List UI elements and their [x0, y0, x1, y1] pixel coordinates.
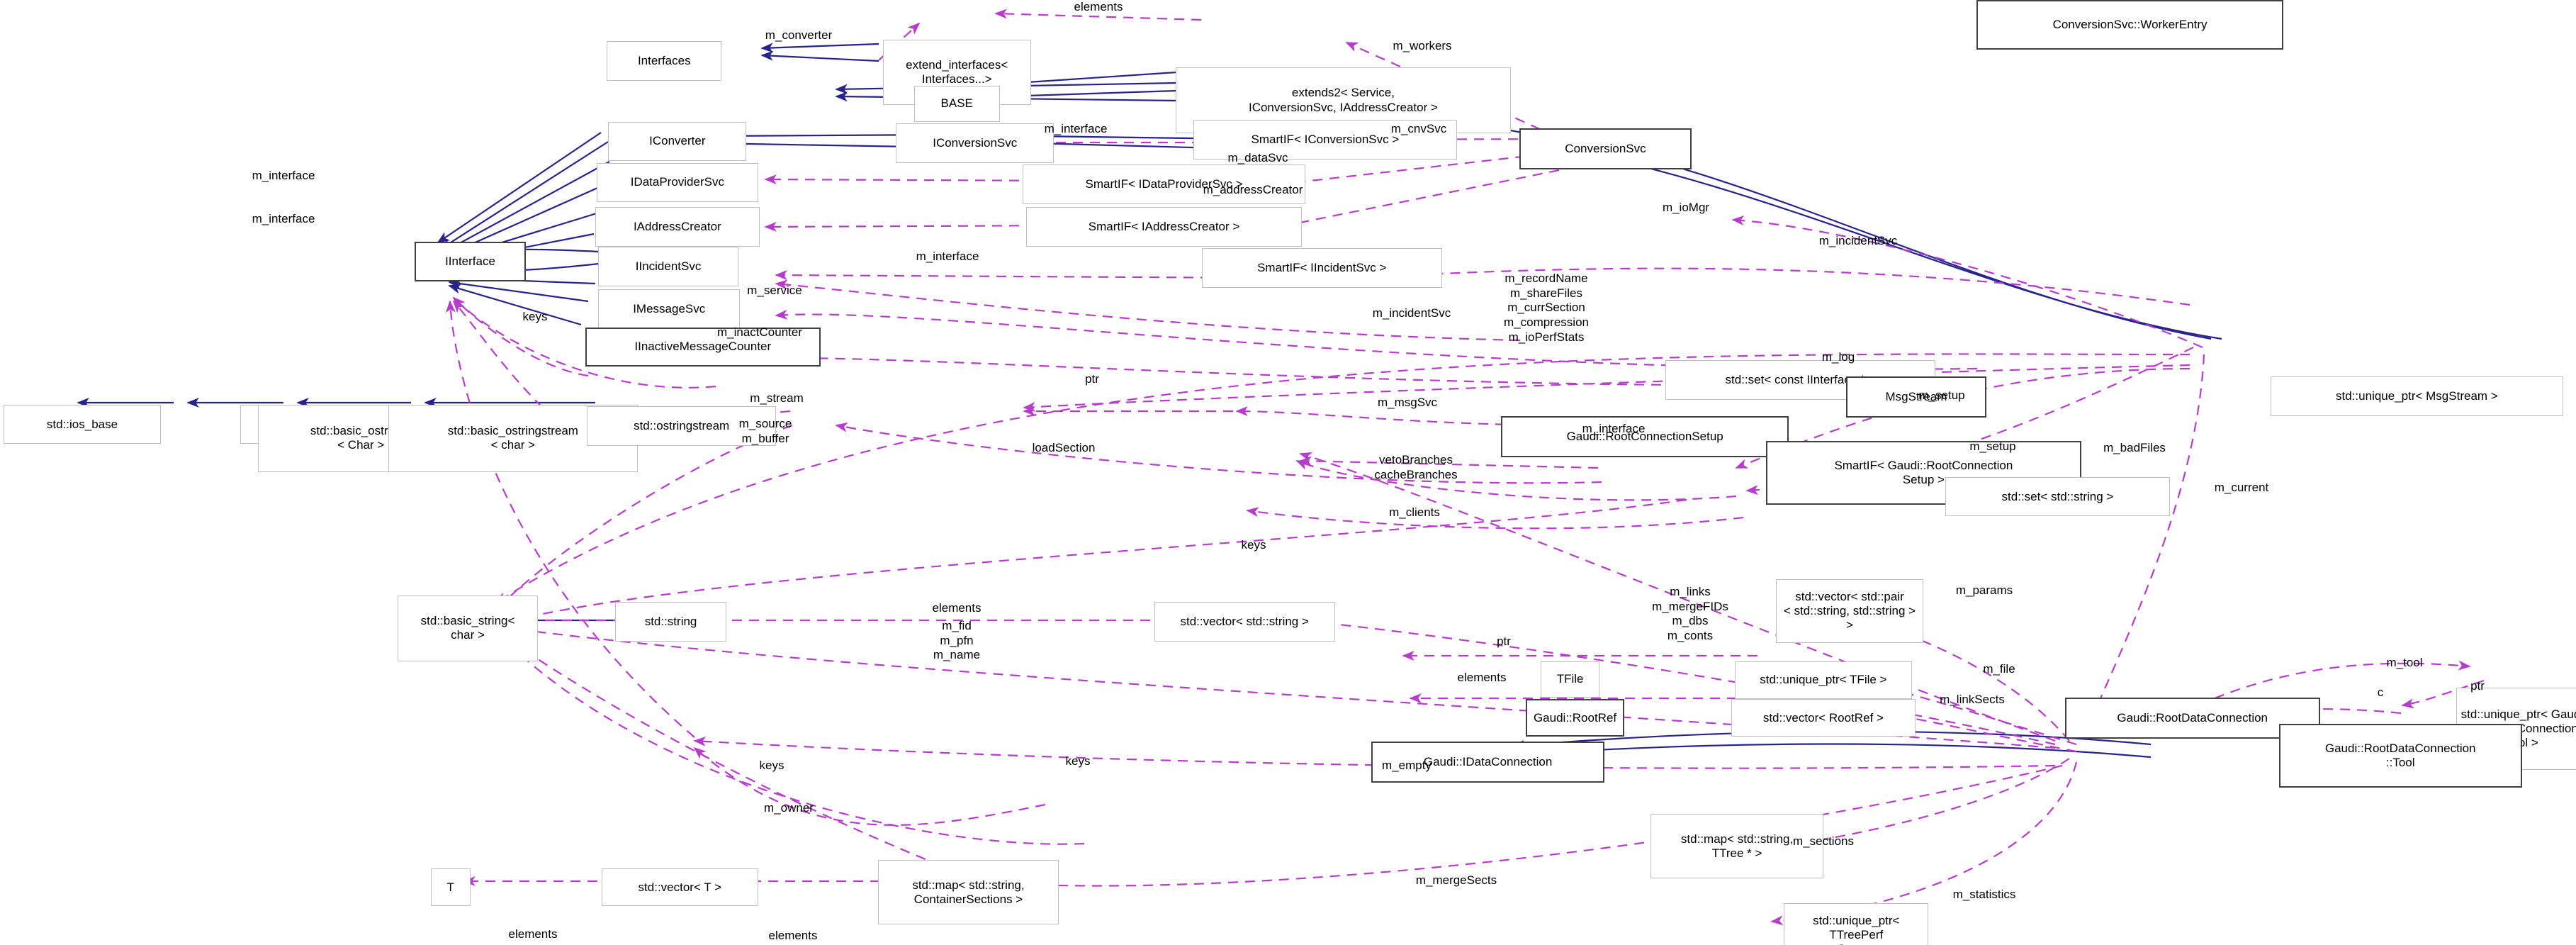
edge-label: m_interface	[1044, 122, 1108, 135]
edge-label: m_recordName m_shareFiles m_currSection …	[1504, 272, 1589, 344]
class-node-smartif_idataprovidersvc[interactable]: SmartIF< IDataProviderSvc >	[1023, 164, 1306, 204]
edge-label: elements	[508, 927, 558, 941]
class-node-map_containersections[interactable]: std::map< std::string, ContainerSections…	[877, 860, 1059, 924]
edge-label: m_addressCreator	[1203, 183, 1303, 196]
edge-label: m_dataSvc	[1227, 151, 1288, 164]
class-node-iconversionsvc[interactable]: IConversionSvc	[896, 123, 1054, 163]
class-node-rootdataconnection_tool[interactable]: Gaudi::RootDataConnection ::Tool	[2278, 723, 2522, 788]
class-node-iincidentsvc[interactable]: IIncidentSvc	[598, 247, 738, 286]
edge-label: m_linkSects	[1940, 693, 2005, 706]
class-node-T[interactable]: T	[430, 868, 471, 907]
edge-label: keys	[1065, 754, 1091, 768]
class-node-conversionsvc[interactable]: ConversionSvc	[1519, 128, 1692, 169]
class-node-interfaces[interactable]: Interfaces	[607, 41, 722, 81]
edge-label: m_inactCounter	[716, 325, 803, 339]
edge-label: keys	[522, 310, 548, 323]
edge-label: m_fid m_pfn m_name	[933, 619, 981, 662]
class-node-uniqueptr_tfile[interactable]: std::unique_ptr< TFile >	[1734, 661, 1913, 699]
edge-label: m_service	[747, 284, 802, 297]
edge-label: m_msgSvc	[1377, 396, 1438, 409]
edge-label: m_interface	[916, 250, 979, 263]
edge-label: keys	[759, 759, 784, 772]
class-node-iinterface[interactable]: IInterface	[414, 242, 527, 281]
class-node-std_string[interactable]: std::string	[614, 602, 727, 642]
edge-label: m_interface	[252, 212, 315, 225]
edge-label: m_source m_buffer	[738, 417, 792, 445]
class-node-smartif_iaddresscreator[interactable]: SmartIF< IAddressCreator >	[1025, 207, 1303, 247]
class-node-iaddresscreator[interactable]: IAddressCreator	[595, 207, 760, 247]
edge-label: vetoBranches cacheBranches	[1374, 453, 1458, 481]
edge-label: ptr	[2470, 679, 2485, 693]
class-node-imessagesvc[interactable]: IMessageSvc	[598, 289, 740, 329]
edge-label: m_links m_mergeFIDs m_dbs m_conts	[1652, 585, 1728, 643]
class-node-vec_T[interactable]: std::vector< T >	[602, 868, 758, 907]
edge-label: m_cnvSvc	[1390, 122, 1447, 135]
class-node-vec_pair_string[interactable]: std::vector< std::pair < std::string, st…	[1775, 578, 1924, 644]
class-node-iconverter[interactable]: IConverter	[608, 121, 747, 162]
edge-label: ptr	[1085, 372, 1099, 386]
edge-label: m_converter	[765, 28, 833, 42]
class-node-idataprovidersvc[interactable]: IDataProviderSvc	[597, 162, 758, 203]
edge-label: m_sections	[1793, 834, 1854, 848]
class-node-uniqueptr_msgstream[interactable]: std::unique_ptr< MsgStream >	[2270, 376, 2563, 416]
class-node-set_string[interactable]: std::set< std::string >	[1945, 476, 2171, 517]
edge-label: elements	[932, 601, 982, 615]
edge-label: m_clients	[1389, 505, 1440, 519]
class-node-tfile[interactable]: TFile	[1540, 661, 1600, 698]
edge-label: m_interface	[252, 169, 315, 182]
edge-label: elements	[1074, 0, 1123, 13]
edge-label: c	[2377, 686, 2384, 699]
edge-label: m_incidentSvc	[1818, 234, 1898, 247]
edge-label: m_incidentSvc	[1372, 306, 1451, 320]
edge-label: m_ioMgr	[1662, 201, 1710, 214]
class-node-vec_rootref[interactable]: std::vector< RootRef >	[1731, 699, 1916, 737]
edge-label: ptr	[1497, 634, 1511, 648]
edge-label: m_statistics	[1952, 888, 2016, 901]
edge-label: m_current	[2214, 481, 2269, 494]
class-node-base[interactable]: BASE	[913, 85, 1000, 122]
edge-label: m_workers	[1393, 39, 1452, 52]
class-node-ios_base[interactable]: std::ios_base	[3, 404, 162, 444]
edge-label: keys	[1241, 538, 1266, 552]
edge-label: m_file	[1983, 662, 2015, 676]
edge-label: m_interface	[1582, 422, 1646, 435]
edge-label: m_empty	[1382, 759, 1432, 772]
class-node-rootref[interactable]: Gaudi::RootRef	[1525, 699, 1625, 737]
class-node-msgstream[interactable]: MsgStream	[1846, 376, 1986, 418]
edge-label: m_params	[1955, 583, 2013, 597]
class-node-vec_string[interactable]: std::vector< std::string >	[1154, 602, 1335, 642]
edge-label: m_owner	[764, 801, 814, 815]
class-node-conversionsvc_workerentry[interactable]: ConversionSvc::WorkerEntry	[1976, 0, 2284, 50]
class-node-basic_string_char[interactable]: std::basic_string< char >	[398, 595, 538, 661]
edge-label: m_log	[1821, 350, 1855, 364]
edge-label: loadSection	[1032, 441, 1096, 454]
edge-label: m_setup	[1918, 388, 1965, 402]
edge-label: elements	[1457, 671, 1507, 684]
edge-label: m_tool	[2386, 656, 2423, 669]
edge-label: m_badFiles	[2103, 441, 2166, 454]
edge-label: m_mergeSects	[1415, 873, 1497, 887]
class-node-smartif_iincidentsvc[interactable]: SmartIF< IIncidentSvc >	[1201, 248, 1442, 288]
class-node-uniqueptr_ttreeperfstats[interactable]: std::unique_ptr< TTreePerf Stats >	[1784, 902, 1929, 945]
edge-label: m_stream	[750, 391, 804, 405]
edge-label: elements	[768, 929, 818, 942]
edge-label: m_setup	[1969, 440, 2016, 453]
